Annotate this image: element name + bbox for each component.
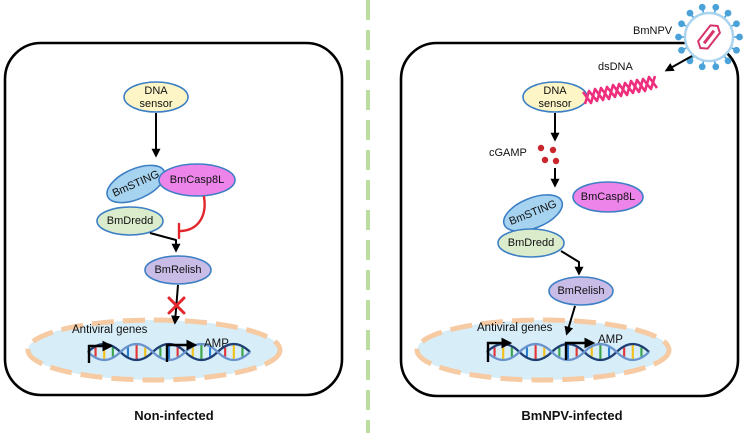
right-dna-helix	[485, 342, 651, 362]
cross-icon	[167, 296, 186, 315]
left-dna-sensor-node	[123, 81, 189, 113]
right-amp-label: AMP	[598, 334, 623, 346]
virus-spike-head	[675, 33, 682, 41]
virus-spike-head	[712, 63, 720, 71]
left-dredd-node	[96, 206, 164, 236]
left-panel-caption: Non-infected	[134, 408, 214, 423]
left-amp-label: AMP	[204, 338, 229, 350]
left-casp8l-label: BmCasp8L	[170, 174, 224, 186]
virus-spike-head	[724, 57, 732, 65]
right-cell-frame	[399, 41, 740, 398]
dsdna-label: dsDNA	[598, 61, 634, 73]
right-dna-sensor-line1: DNA	[543, 85, 567, 97]
left-inhibition-line	[179, 195, 206, 233]
left-dredd-to-relish-arrow	[149, 232, 181, 253]
virus-spike-head	[712, 3, 720, 11]
right-relish-to-genes-arrow	[564, 305, 576, 336]
virus-spike-head	[698, 63, 706, 71]
right-relish-node	[548, 276, 614, 306]
virus-spike-head	[698, 3, 706, 11]
right-dredd-label: BmDredd	[508, 237, 554, 249]
left-dna-sensor-line1: DNA	[144, 85, 168, 97]
right-nucleus	[414, 317, 672, 383]
right-panel-caption: BmNPV-infected	[521, 408, 622, 423]
bent-arrow-icon	[165, 339, 198, 362]
cgamp-molecules	[537, 144, 560, 165]
left-casp8l-node	[158, 163, 236, 197]
left-dredd-label: BmDredd	[107, 215, 153, 227]
bent-arrow-icon	[87, 340, 114, 363]
left-panel: Antiviral genes AMP DNA sensor BmSTING B…	[3, 41, 344, 423]
right-dredd-node	[497, 228, 565, 258]
bent-arrow-icon	[564, 337, 596, 360]
virus-spike-head	[736, 33, 743, 41]
left-antiviral-genes-label: Antiviral genes	[72, 324, 148, 336]
bent-arrow-icon	[486, 337, 513, 362]
virus-spikes	[675, 3, 743, 71]
left-relish-label: BmRelish	[154, 264, 201, 276]
virus-spike-head	[686, 9, 694, 17]
virus-icon	[675, 3, 743, 71]
virus-nucleocapsid	[696, 24, 722, 50]
left-cell-frame	[3, 41, 344, 397]
right-sting-shape	[502, 194, 564, 232]
virus-spike-head	[724, 9, 732, 17]
cgamp-label: cGAMP	[489, 147, 527, 159]
right-panel: Antiviral genes AMP DNA sensor cGAMP BmC…	[399, 3, 743, 423]
right-casp8l-label: BmCasp8L	[581, 191, 635, 203]
right-antiviral-genes-label: Antiviral genes	[477, 322, 553, 334]
viral-dsdna	[581, 75, 659, 105]
left-dna-sensor-line2: sensor	[139, 98, 172, 110]
right-dredd-to-relish-arrow	[560, 250, 584, 276]
virus-spike-head	[733, 20, 740, 28]
virus-label: BmNPV	[633, 25, 673, 37]
right-sting-node: BmSTING	[502, 194, 564, 232]
right-dna-sensor-line2: sensor	[538, 98, 571, 110]
virus-spike-head	[733, 46, 740, 54]
virus-spike-head	[678, 20, 685, 28]
right-casp8l-node	[572, 181, 644, 213]
right-relish-label: BmRelish	[557, 285, 604, 297]
virus-to-dsdna-arrow	[664, 55, 693, 72]
left-relish-node	[144, 255, 212, 285]
virus-spike-head	[678, 46, 685, 54]
